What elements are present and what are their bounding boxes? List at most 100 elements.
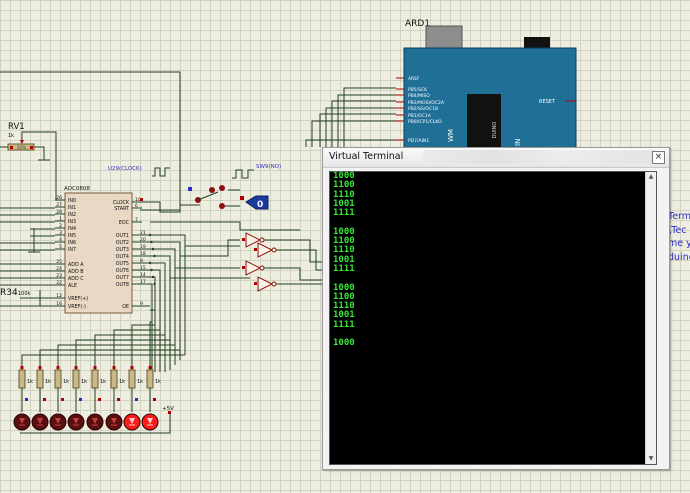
adc-pin-name: OUT6 [116,268,129,274]
led-off [13,413,31,431]
led-on [141,413,159,431]
adc-pin-number: 17 [140,279,146,285]
gate-output-wire [290,249,322,271]
adc-pin-number: 22 [56,280,62,286]
resistor[interactable]: 1k [110,366,125,412]
adc-pin-number: 9 [140,301,143,307]
buffer-gate[interactable] [254,242,290,258]
r34-resistor[interactable]: R34 100k [0,288,31,298]
scroll-up-icon[interactable]: ▲ [648,173,654,180]
adc-pin-name: OUT7 [116,275,129,281]
adc-pin-number: 19 [140,244,146,250]
resistor-value: 1k [81,379,87,385]
rv1-ref-label: RV1 [8,122,25,132]
adc0808-chip[interactable]: ADC0808 26IN027IN128IN21IN32IN43IN54IN65… [55,186,156,314]
adc-pin-number: 14 [140,272,146,278]
adc-pin-number: 20 [140,237,146,243]
arduino-pin-number: 10 [396,103,402,109]
adc-pin-name: START [114,206,129,212]
resistor-value: 1k [63,379,69,385]
virtual-terminal-titlebar[interactable]: Virtual Terminal × [323,148,669,168]
resistor[interactable]: 1k [146,366,161,412]
logic-probe-value: 0 [257,200,263,210]
resistor[interactable]: 1k [36,366,51,412]
resistor[interactable]: 1k [18,366,33,412]
clock-source[interactable]: U29(CLOCK) [108,166,170,201]
r34-value-label: 100k [18,291,31,297]
adc-pin-name: OUT5 [116,261,129,267]
resistor-value: 1k [100,379,106,385]
arduino-pin-name: PB2/SS/OC1B [408,106,438,112]
rv1-percent: 50% [17,145,26,150]
adc-pin-name: IN0 [68,198,76,204]
gate-output-wire [278,267,322,281]
arduino-pin-number: 9 [399,110,402,116]
resistor-value: 1k [27,379,33,385]
rv1-wiper[interactable] [20,140,24,144]
led-on [123,413,141,431]
adc-pin-name: CLOCK [113,200,130,206]
scroll-down-icon[interactable]: ▼ [648,455,654,462]
logic-probe [245,195,269,210]
adc-pin-number: 16 [56,301,62,307]
adc-oe-pin[interactable]: 9OE [122,301,150,310]
arduino-pin[interactable]: AREF [396,76,420,82]
arduino-pin-number: 7 [399,135,402,141]
arduino-pin-name: PD7/AIN1 [408,138,429,144]
arduino-pin-name: PB5/SCK [408,87,428,93]
arduino-pin-number: 13 [396,84,402,90]
adc-pin-name: EOC [119,220,130,226]
terminal-screen[interactable]: 1000 1100 1110 1001 1111 1000 1100 1110 … [329,171,657,465]
terminal-scrollbar[interactable]: ▲ ▼ [645,172,656,464]
adc-pin-name: OUT3 [116,247,129,253]
adc-pin-number: 2 [59,223,62,229]
arduino-pin-number: 11 [396,97,402,103]
switch-sw9[interactable]: SW9(NO) 0 [188,164,281,210]
buffer-gate[interactable] [254,276,290,292]
virtual-terminal-window[interactable]: Virtual Terminal × 1000 1100 1110 1001 1… [322,147,670,470]
adc-pin-number: 18 [140,251,146,257]
adc-body [64,192,133,314]
close-icon[interactable]: × [652,151,665,164]
resistor[interactable]: 1k [72,366,87,412]
adc-pin-number: 7 [135,217,138,223]
switch-wave-icon [232,169,254,179]
arduino-board[interactable]: ARD1 DUINO WM IN RESET AREF13PB5/SCK12PB… [396,19,577,149]
buffer-gate[interactable] [242,260,278,276]
switch-contact [209,187,215,193]
adc-pin-number: 21 [140,230,146,236]
resistor[interactable]: 1k [128,366,143,412]
adc-pin-number: 23 [56,273,62,279]
potentiometer-rv1[interactable]: RV1 1k 50% [0,122,57,200]
resistor[interactable]: 1k [91,366,106,412]
resistor[interactable]: 1k [54,366,69,412]
buffer-gate[interactable] [242,232,278,248]
arduino-pin-name: PB0/ICP1/CLKO [408,119,442,125]
